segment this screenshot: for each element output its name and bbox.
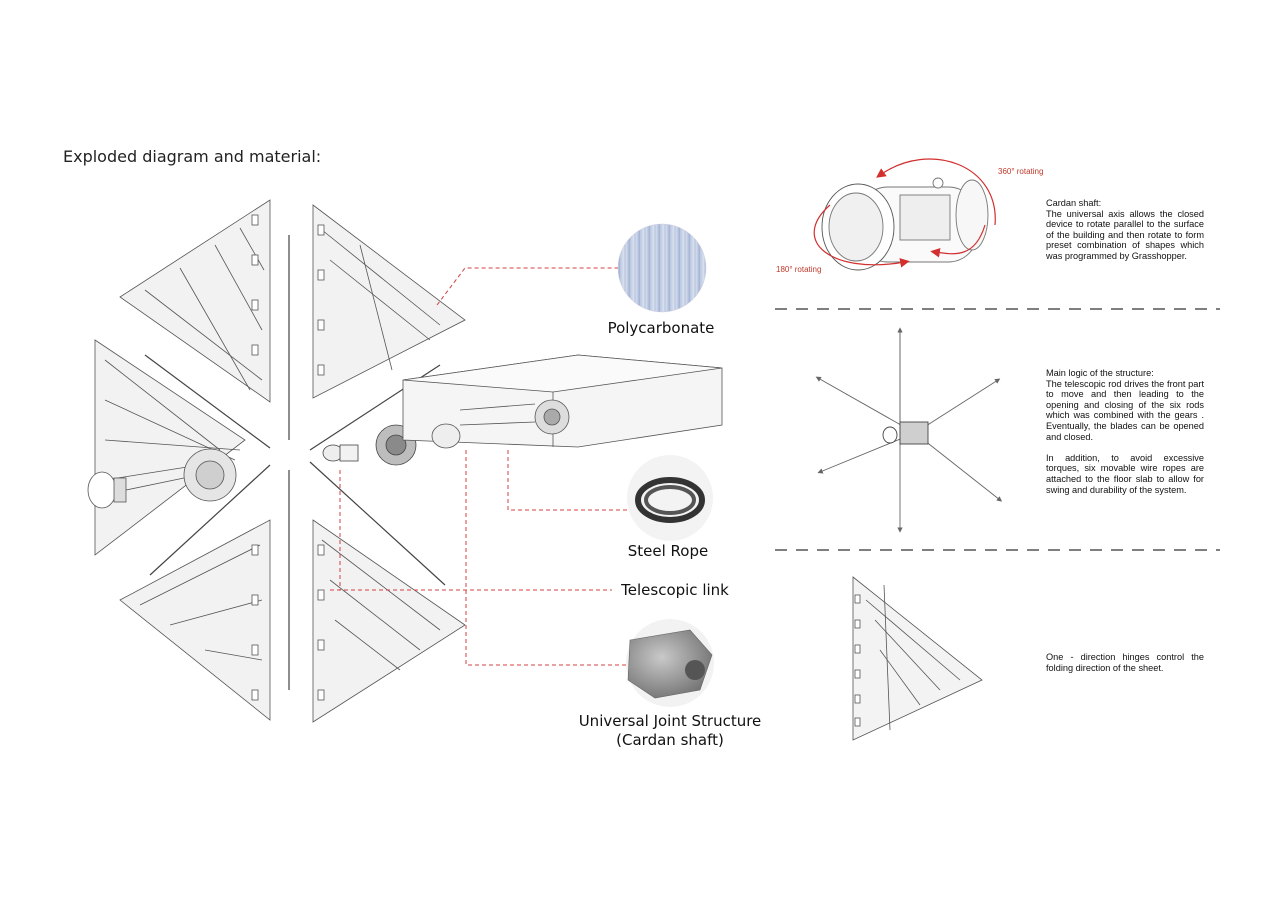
gear-hub-left: [87, 448, 237, 509]
universal-joint-swatch: [626, 619, 714, 707]
logic-body: The telescopic rod drives the front part…: [1046, 378, 1204, 442]
panel-top-left: [119, 199, 271, 403]
hinge-ticks: [251, 214, 325, 701]
panel-top-right: [312, 204, 466, 399]
hinge-panel: [852, 576, 983, 741]
polycarbonate-swatch: [617, 223, 707, 313]
cardan-device: [821, 177, 989, 271]
steel-rope-swatch: [627, 455, 713, 541]
rotation-360-note: 360° rotating: [998, 167, 1044, 176]
telescopic-link-label: Telescopic link: [621, 581, 729, 599]
panel-bottom-right: [312, 519, 466, 723]
logic-description: Main logic of the structure: The telesco…: [1046, 368, 1204, 495]
cardan-description: Cardan shaft: The universal axis allows …: [1046, 198, 1204, 262]
panel-left: [94, 339, 246, 556]
logic-body-2: In addition, to avoid excessive torques,…: [1046, 452, 1204, 495]
gear-cluster: [322, 424, 417, 466]
panel-bottom-left: [119, 519, 271, 721]
universal-joint-label: Universal Joint Structure: [578, 712, 762, 730]
section-dividers: [775, 308, 1220, 551]
steel-rope-label: Steel Rope: [627, 542, 709, 560]
leader-lines: [330, 267, 628, 666]
cardan-shaft-label: (Cardan shaft): [616, 731, 724, 749]
polycarbonate-label: Polycarbonate: [607, 319, 715, 337]
cardan-heading: Cardan shaft:: [1046, 198, 1102, 208]
page-title: Exploded diagram and material:: [63, 147, 322, 166]
rotation-arrows: [813, 158, 996, 268]
housing-box: [402, 354, 723, 449]
star-structure: [815, 327, 1003, 533]
rotation-180-note: 180° rotating: [776, 265, 822, 274]
hinges-description: One - direction hinges control the foldi…: [1046, 652, 1204, 673]
cardan-body: The universal axis allows the closed dev…: [1046, 208, 1204, 261]
logic-heading: Main logic of the structure:: [1046, 368, 1154, 378]
rods: [144, 235, 446, 690]
exploded-panels: [94, 199, 466, 723]
hinges-body: One - direction hinges control the foldi…: [1046, 652, 1204, 673]
